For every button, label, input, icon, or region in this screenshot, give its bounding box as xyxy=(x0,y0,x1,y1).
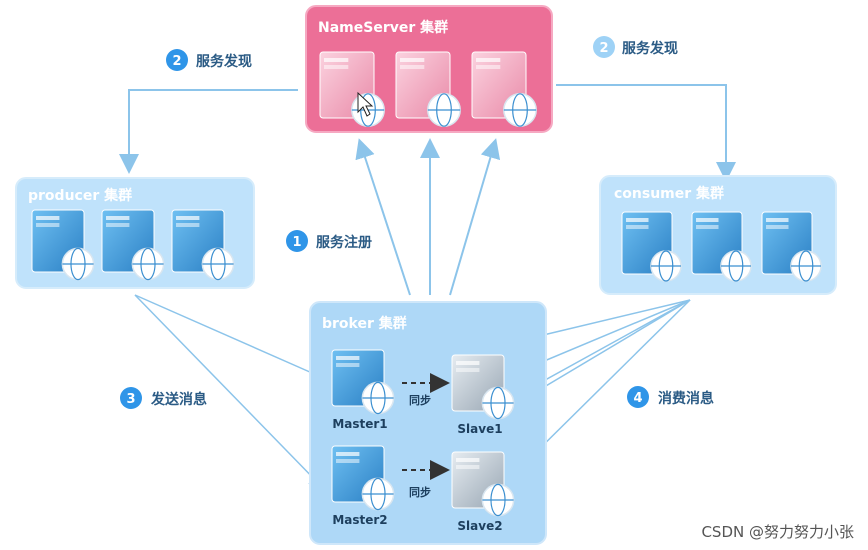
producer-cluster: producer 集群 xyxy=(15,177,255,289)
svg-text:2: 2 xyxy=(599,41,608,56)
nameserver-node xyxy=(471,51,537,127)
nameserver-title: NameServer 集群 xyxy=(318,19,448,36)
broker-node-slave2 xyxy=(451,451,515,517)
broker-node-label: Master2 xyxy=(332,513,387,527)
step-badge xyxy=(286,230,308,252)
globe-icon xyxy=(361,477,395,511)
broker-node-label: Slave2 xyxy=(457,519,502,533)
producer-node xyxy=(101,209,165,281)
step-register: 1 服务注册 xyxy=(286,230,372,252)
step-discovery-right: 2 服务发现 xyxy=(593,36,678,58)
arrow-send-master2 xyxy=(134,294,325,490)
step-discovery-left: 2 服务发现 xyxy=(166,49,252,71)
globe-icon xyxy=(481,483,515,517)
globe-icon xyxy=(720,250,752,282)
watermark: CSDN @努力努力小张 xyxy=(701,523,854,541)
consumer-node xyxy=(621,211,682,282)
globe-icon xyxy=(427,93,461,127)
producer-node xyxy=(171,209,235,281)
consumer-title: consumer 集群 xyxy=(614,185,724,202)
globe-icon xyxy=(790,250,822,282)
arrow-register-3 xyxy=(449,138,501,296)
globe-icon xyxy=(61,247,95,281)
broker-node-label: Slave1 xyxy=(457,422,502,436)
mouse-cursor-icon xyxy=(357,91,374,117)
svg-text:4: 4 xyxy=(633,391,642,406)
sync-label-2: 同步 xyxy=(409,485,431,499)
consumer-node xyxy=(761,211,822,282)
consumer-cluster: consumer 集群 xyxy=(599,175,837,295)
globe-icon xyxy=(361,381,395,415)
step-caption: 消费消息 xyxy=(658,390,714,407)
sync-label-1: 同步 xyxy=(409,393,431,407)
nameserver-cluster: NameServer 集群 xyxy=(305,5,553,133)
svg-text:1: 1 xyxy=(292,235,301,250)
step-badge xyxy=(166,49,188,71)
nameserver-node xyxy=(395,51,461,127)
globe-icon xyxy=(481,386,515,420)
broker-title: broker 集群 xyxy=(322,315,407,332)
producer-node xyxy=(31,209,95,281)
globe-icon xyxy=(650,250,682,282)
arrow-discovery-consumer xyxy=(556,84,736,182)
arrow-send-master1 xyxy=(134,294,331,383)
step-caption: 发送消息 xyxy=(150,391,207,408)
broker-node-master1 xyxy=(331,349,395,415)
svg-text:2: 2 xyxy=(172,54,181,69)
globe-icon xyxy=(201,247,235,281)
step-badge xyxy=(627,386,649,408)
broker-node-master2 xyxy=(331,445,395,511)
step-consume: 4 消费消息 xyxy=(627,386,714,408)
globe-icon xyxy=(131,247,165,281)
step-send: 3 发送消息 xyxy=(120,387,207,409)
step-badge xyxy=(593,36,615,58)
producer-title: producer 集群 xyxy=(28,187,132,204)
step-caption: 服务注册 xyxy=(316,234,372,251)
arrow-register-1 xyxy=(355,138,411,296)
svg-text:3: 3 xyxy=(126,392,135,407)
broker-node-slave1 xyxy=(451,354,515,420)
consumer-node xyxy=(691,211,752,282)
broker-node-label: Master1 xyxy=(332,417,387,431)
globe-icon xyxy=(503,93,537,127)
step-caption: 服务发现 xyxy=(622,40,678,57)
step-badge xyxy=(120,387,142,409)
step-caption: 服务发现 xyxy=(196,53,252,70)
arrow-discovery-producer xyxy=(119,89,298,174)
